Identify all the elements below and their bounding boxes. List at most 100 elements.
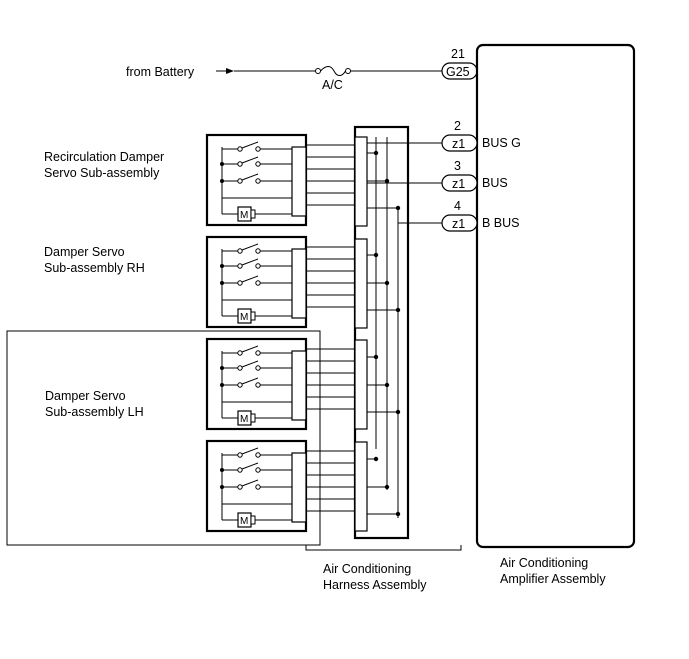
bus-junction-dot	[384, 280, 390, 286]
switch-blade	[241, 447, 259, 455]
motor-icon-shaft	[250, 515, 256, 525]
harness-label-line1: Air Conditioning	[323, 562, 411, 576]
recirculation-servo-label-line1: Recirculation Damper	[44, 150, 164, 164]
connector-z1-b-bus	[441, 214, 478, 232]
amplifier-label-line2: Amplifier Assembly	[500, 572, 606, 586]
switch-blade	[241, 173, 259, 181]
recirculation-servo-label-line2: Servo Sub-assembly	[44, 166, 160, 180]
harness-bus-lines	[375, 137, 399, 518]
servo-unit-3: M	[205, 337, 401, 431]
fuse-label: A/C	[322, 78, 343, 92]
switch-contact	[237, 452, 243, 458]
switch-contact	[255, 263, 261, 269]
amplifier-label-line1: Air Conditioning	[500, 556, 588, 570]
pin-number-4: 4	[454, 199, 461, 213]
switch-contact	[237, 178, 243, 184]
servo-unit-4: M	[205, 439, 401, 533]
switch-contact	[237, 146, 243, 152]
harness-connector-1	[354, 136, 368, 227]
bus-junction-dot	[373, 354, 379, 360]
junction-dot	[220, 383, 224, 387]
servo-unit-1: M	[205, 133, 401, 227]
pin-number-2: 2	[454, 119, 461, 133]
junction-dot	[220, 179, 224, 183]
battery-label: from Battery	[126, 65, 195, 79]
switch-contact	[237, 382, 243, 388]
switch-contact	[237, 161, 243, 167]
connector-z1-bus-g	[441, 134, 478, 152]
bus-junction-dot	[395, 205, 401, 211]
connector-z1-b-bus-label: z1	[452, 217, 465, 231]
switch-contact	[237, 350, 243, 356]
switch-contact	[255, 248, 261, 254]
switch-contact	[255, 280, 261, 286]
motor-icon-label: M	[240, 516, 248, 527]
junction-dot	[220, 485, 224, 489]
bus-junction-dot	[384, 382, 390, 388]
motor-icon-label: M	[240, 312, 248, 323]
connector-z1-bus	[441, 174, 478, 192]
servo-connector	[291, 146, 307, 217]
junction-dot	[220, 468, 224, 472]
switch-contact	[255, 452, 261, 458]
connector-g25-label: G25	[446, 65, 470, 79]
switch-blade	[241, 345, 259, 353]
switch-contact	[237, 280, 243, 286]
bus-junction-dot	[395, 409, 401, 415]
motor-icon-label: M	[240, 414, 248, 425]
switch-blade	[241, 462, 259, 470]
switch-blade	[241, 156, 259, 164]
motor-icon-shaft	[250, 311, 256, 321]
harness-connector-3	[354, 339, 368, 430]
bus-junction-dot	[384, 178, 390, 184]
terminal-bus-g-label: BUS G	[482, 136, 521, 150]
bus-junction-dot	[395, 511, 401, 517]
switch-contact	[237, 263, 243, 269]
bus-junction-dot	[373, 252, 379, 258]
harness-bracket	[305, 545, 462, 551]
switch-blade	[241, 141, 259, 149]
rh-servo-label-line1: Damper Servo	[44, 245, 125, 259]
lh-group-frame	[6, 330, 321, 546]
switch-contact	[255, 161, 261, 167]
switch-blade	[241, 275, 259, 283]
terminal-bus-label: BUS	[482, 176, 508, 190]
switch-blade	[241, 243, 259, 251]
switch-contact	[255, 178, 261, 184]
servo-unit-2: M	[205, 235, 401, 329]
motor-icon-shaft	[250, 413, 256, 423]
switch-contact	[237, 484, 243, 490]
rh-servo-label-line2: Sub-assembly RH	[44, 261, 145, 275]
motor-icon-shaft	[250, 209, 256, 219]
amplifier-box	[475, 43, 636, 549]
terminal-b-bus-label: B BUS	[482, 216, 520, 230]
switch-contact	[255, 146, 261, 152]
servo-connector	[291, 452, 307, 523]
bus-junction-dot	[373, 456, 379, 462]
switch-blade	[241, 258, 259, 266]
switch-contact	[237, 467, 243, 473]
switch-contact	[237, 248, 243, 254]
lh-servo-label-line2: Sub-assembly LH	[45, 405, 144, 419]
pin-number-3: 3	[454, 159, 461, 173]
switch-blade	[241, 479, 259, 487]
bus-junction-dot	[395, 307, 401, 313]
junction-dot	[220, 281, 224, 285]
junction-dot	[220, 264, 224, 268]
switch-contact	[255, 467, 261, 473]
bus-junction-dot	[384, 484, 390, 490]
motor-icon-label: M	[240, 210, 248, 221]
switch-blade	[241, 360, 259, 368]
switch-contact	[255, 484, 261, 490]
harness-connector-4	[354, 441, 368, 532]
switch-contact	[255, 350, 261, 356]
connector-z1-bus-label: z1	[452, 177, 465, 191]
harness-label-line2: Harness Assembly	[323, 578, 427, 592]
harness-connector-2	[354, 238, 368, 329]
connector-z1-bus-g-label: z1	[452, 137, 465, 151]
junction-dot	[220, 162, 224, 166]
junction-dot	[220, 366, 224, 370]
pin-number-21: 21	[451, 47, 465, 61]
switch-contact	[255, 382, 261, 388]
